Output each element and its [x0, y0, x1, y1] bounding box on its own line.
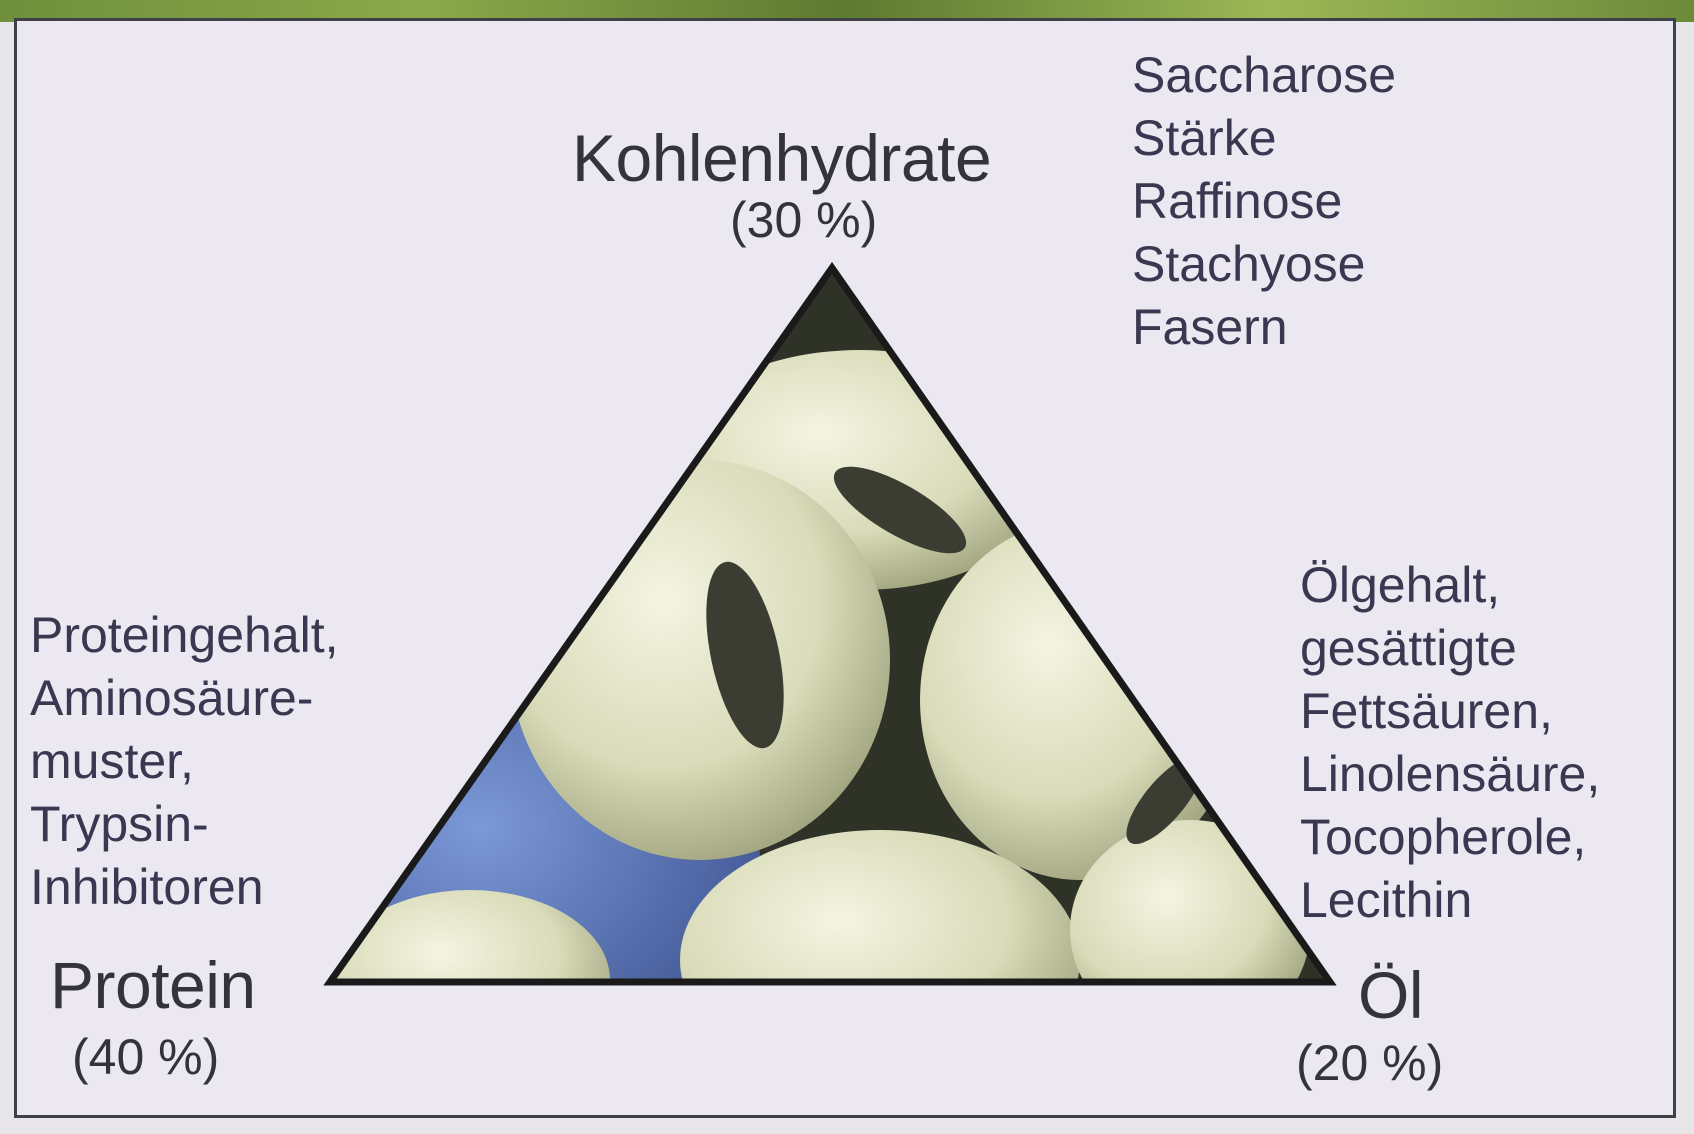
vertex-percent-protein: (40 %): [72, 1032, 219, 1082]
vertex-percent-oil: (20 %): [1296, 1038, 1443, 1088]
carbohydrate-components: Saccharose Stärke Raffinose Stachyose Fa…: [1132, 44, 1396, 359]
list-item: Inhibitoren: [30, 856, 339, 919]
list-item: muster,: [30, 730, 339, 793]
list-item: Fettsäuren,: [1300, 680, 1600, 743]
list-item: Saccharose: [1132, 44, 1396, 107]
vertex-label-oil: Öl: [1358, 962, 1423, 1028]
protein-components: Proteingehalt, Aminosäure- muster, Tryps…: [30, 604, 339, 919]
list-item: Tocopherole,: [1300, 806, 1600, 869]
list-item: Fasern: [1132, 296, 1396, 359]
vertex-label-carbohydrates: Kohlenhydrate: [572, 125, 991, 191]
list-item: Raffinose: [1132, 170, 1396, 233]
list-item: Stärke: [1132, 107, 1396, 170]
list-item: Lecithin: [1300, 869, 1600, 932]
vertex-label-protein: Protein: [50, 952, 256, 1018]
list-item: Linolensäure,: [1300, 743, 1600, 806]
list-item: Trypsin-: [30, 793, 339, 856]
vertex-percent-carbohydrates: (30 %): [730, 195, 877, 245]
list-item: Proteingehalt,: [30, 604, 339, 667]
oil-components: Ölgehalt, gesättigte Fettsäuren, Linolen…: [1300, 554, 1600, 932]
list-item: gesättigte: [1300, 617, 1600, 680]
list-item: Aminosäure-: [30, 667, 339, 730]
list-item: Ölgehalt,: [1300, 554, 1600, 617]
list-item: Stachyose: [1132, 233, 1396, 296]
soybean-photo: [300, 250, 1360, 1090]
